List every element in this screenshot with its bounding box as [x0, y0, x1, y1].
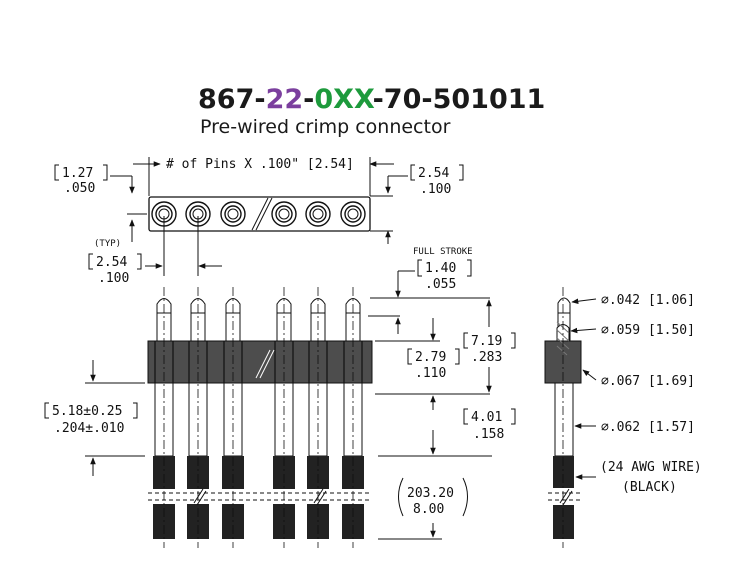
side-wire — [553, 456, 574, 488]
break-line — [255, 349, 271, 379]
tail-in: .158 — [473, 427, 504, 442]
tail-mm: 4.01 — [471, 410, 502, 425]
offset-in: .050 — [64, 181, 95, 196]
paren — [398, 477, 404, 517]
break-mark — [193, 488, 204, 504]
full-stroke-label: FULL STROKE — [413, 247, 473, 257]
width-mm: 2.54 — [418, 166, 449, 181]
pins-count-label: # of Pins X .100" [2.54] — [166, 157, 354, 172]
bracket — [463, 408, 468, 425]
pin-holes — [151, 201, 366, 227]
plunger-mm: 2.79 — [415, 350, 446, 365]
pin-hole-center — [312, 208, 324, 220]
bracket — [467, 259, 472, 277]
leader — [570, 327, 597, 334]
pins — [153, 298, 364, 539]
side-plunger-tip — [557, 297, 571, 314]
bracket — [54, 164, 59, 181]
wire-upper — [187, 456, 209, 489]
bracket — [459, 164, 464, 181]
break-mark — [316, 490, 327, 506]
insulator-body — [147, 340, 373, 384]
subtitle: Pre-wired crimp connector — [200, 116, 451, 138]
wire-upper — [153, 456, 175, 489]
side-barrel-top — [556, 324, 570, 342]
leader — [582, 369, 597, 381]
wire-length-in: 8.00 — [413, 502, 444, 517]
wire-upper — [222, 456, 244, 489]
wire-gauge-label: (24 AWG WIRE) — [600, 460, 702, 475]
body-mm: 5.18±0.25 — [52, 404, 122, 419]
bracket — [103, 164, 108, 181]
leader — [571, 298, 597, 304]
side-tail — [554, 382, 574, 457]
plunger-in: .110 — [415, 366, 446, 381]
part-number: 867-22-0XX-70-501011 — [198, 84, 545, 115]
break-mark — [196, 490, 207, 506]
pitch-in: .100 — [98, 271, 129, 286]
paren — [462, 477, 468, 517]
pitch-mm: 2.54 — [96, 255, 127, 270]
break-mark — [313, 488, 324, 504]
bracket — [511, 408, 516, 425]
bracket — [417, 259, 422, 277]
wire-color-label: (BLACK) — [622, 480, 677, 495]
height-mm: 7.19 — [471, 334, 502, 349]
stroke-in: .055 — [425, 277, 456, 292]
pin-hole-center — [227, 208, 239, 220]
typ-label: (TYP) — [94, 239, 121, 249]
diameter-4: ∅.062 [1.57] — [601, 420, 695, 435]
diameter-2: ∅.059 [1.50] — [601, 323, 695, 338]
wire-upper — [342, 456, 364, 489]
wire-length-mm: 203.20 — [407, 486, 454, 501]
bracket — [410, 164, 415, 181]
front-view: FULL STROKE 1.40 .055 7.19 .283 2.79 .11… — [44, 247, 516, 548]
break-line — [251, 197, 269, 231]
bracket — [463, 332, 468, 349]
wire-upper — [273, 456, 295, 489]
bracket — [455, 348, 460, 365]
stroke-mm: 1.40 — [425, 261, 456, 276]
break-line — [259, 349, 275, 379]
pin-hole-center — [278, 208, 290, 220]
break-line — [255, 197, 273, 231]
top-view: # of Pins X .100" [2.54] 1.27 .050 2.54 … — [54, 157, 464, 286]
wire-upper — [307, 456, 329, 489]
bracket — [44, 402, 49, 419]
bracket — [133, 402, 138, 419]
pins-over-body — [154, 287, 363, 548]
break-mark — [559, 488, 570, 504]
diameter-1: ∅.042 [1.06] — [601, 293, 695, 308]
diameter-3: ∅.067 [1.69] — [601, 374, 695, 389]
bracket — [137, 253, 142, 270]
height-in: .283 — [471, 350, 502, 365]
break-mark — [562, 490, 573, 506]
side-wire — [553, 505, 574, 539]
body-in: .204±.010 — [54, 421, 124, 436]
offset-mm: 1.27 — [62, 166, 93, 181]
bracket — [511, 332, 516, 349]
wire-break-marks — [193, 488, 327, 506]
pin-hole-center — [347, 208, 359, 220]
side-view: ∅.042 [1.06] ∅.059 [1.50] ∅.067 [1.69] ∅… — [544, 287, 702, 548]
width-in: .100 — [420, 182, 451, 197]
bracket — [88, 253, 93, 270]
bracket — [407, 348, 412, 365]
